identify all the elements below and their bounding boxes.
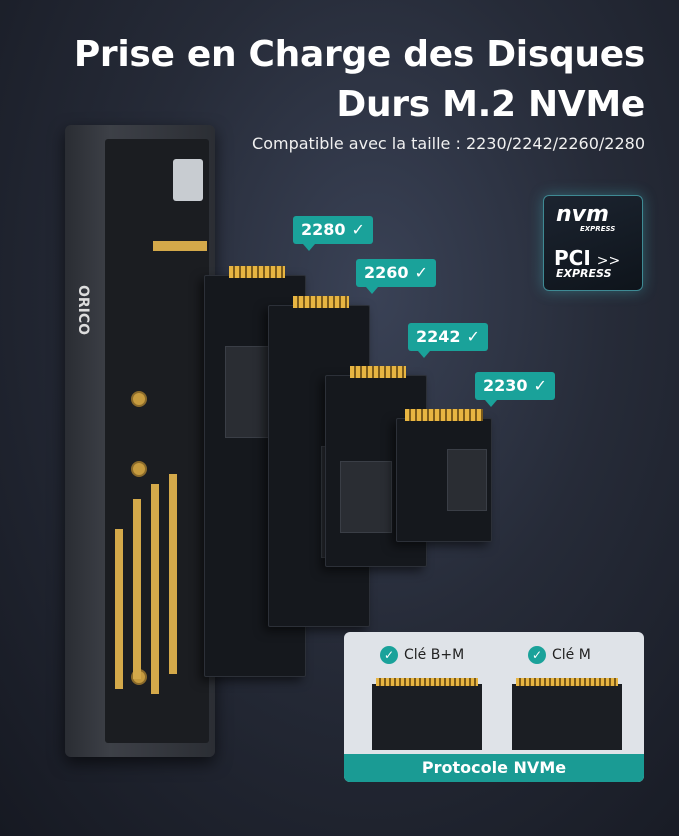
contact-strip [133,499,141,679]
pci-logo-text: PCI>> [554,246,621,270]
nvm-express-text: EXPRESS [580,225,616,233]
usb-c-port [173,159,203,201]
gold-pins [293,296,349,308]
ssd-enclosure: ORICO [65,125,215,757]
nvm-logo-text: nvm [556,202,609,227]
chip [447,449,487,511]
nvme-pcie-logo: nvm EXPRESS PCI>> EXPRESS [543,195,643,291]
mount-hole [131,461,147,477]
gold-pins [229,266,285,278]
gold-pins [350,366,406,378]
mount-hole [131,391,147,407]
gold-pins [405,409,483,421]
protocol-label: Protocole NVMe [344,754,644,782]
headline-line2: Durs M.2 NVMe [336,84,645,125]
size-badge-2242: 2242✓ [408,323,488,358]
size-badge-2280: 2280✓ [293,216,373,251]
m2-connector [153,241,207,251]
headline-line1: Prise en Charge des Disques [73,34,645,75]
headline: Prise en Charge des Disques Durs M.2 NVM… [74,30,645,130]
m-key-card [512,678,622,750]
compatibility-subtitle: Compatible avec la taille : 2230/2242/22… [252,134,645,153]
bm-key-card [372,678,482,750]
ssd-2230 [396,409,492,542]
check-icon: ✓ [528,646,546,664]
pci-text: PCI [554,246,591,270]
chip [340,461,392,533]
key-bm-label: ✓Clé B+M [380,646,464,664]
size-badge-2260: 2260✓ [356,259,436,294]
brand-label: ORICO [75,285,91,336]
contact-strip [151,484,159,694]
enclosure-bay [105,139,209,743]
check-icon: ✓ [380,646,398,664]
express-logo-text: EXPRESS [556,267,612,280]
contact-strip [169,474,177,674]
key-compatibility-panel: ✓Clé B+M ✓Clé M Protocole NVMe [344,632,644,782]
contact-strip [115,529,123,689]
key-m-label: ✓Clé M [528,646,591,664]
size-badge-2230: 2230✓ [475,372,555,407]
